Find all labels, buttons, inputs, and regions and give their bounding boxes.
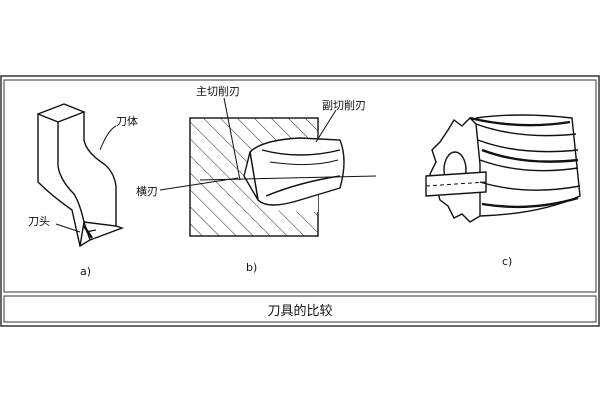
panel-b-label: b) — [246, 261, 258, 274]
tool-head-label: 刀头 — [28, 215, 50, 228]
panel-a-label: a) — [80, 265, 92, 278]
main-cutting-edge-label: 主切削刃 — [196, 85, 240, 98]
milling-cutter — [425, 114, 581, 223]
figure-frame — [0, 75, 600, 327]
figure-caption: 刀具的比较 — [267, 303, 333, 319]
minor-cutting-edge-label: 副切削刃 — [322, 99, 366, 112]
tool-body-label: 刀体 — [116, 115, 138, 128]
drill-bit — [243, 137, 345, 206]
panel-c-label: c) — [502, 255, 513, 268]
chisel-edge-label: 横刃 — [136, 185, 158, 198]
drill-diagram — [159, 97, 377, 237]
turning-tool — [37, 103, 125, 248]
